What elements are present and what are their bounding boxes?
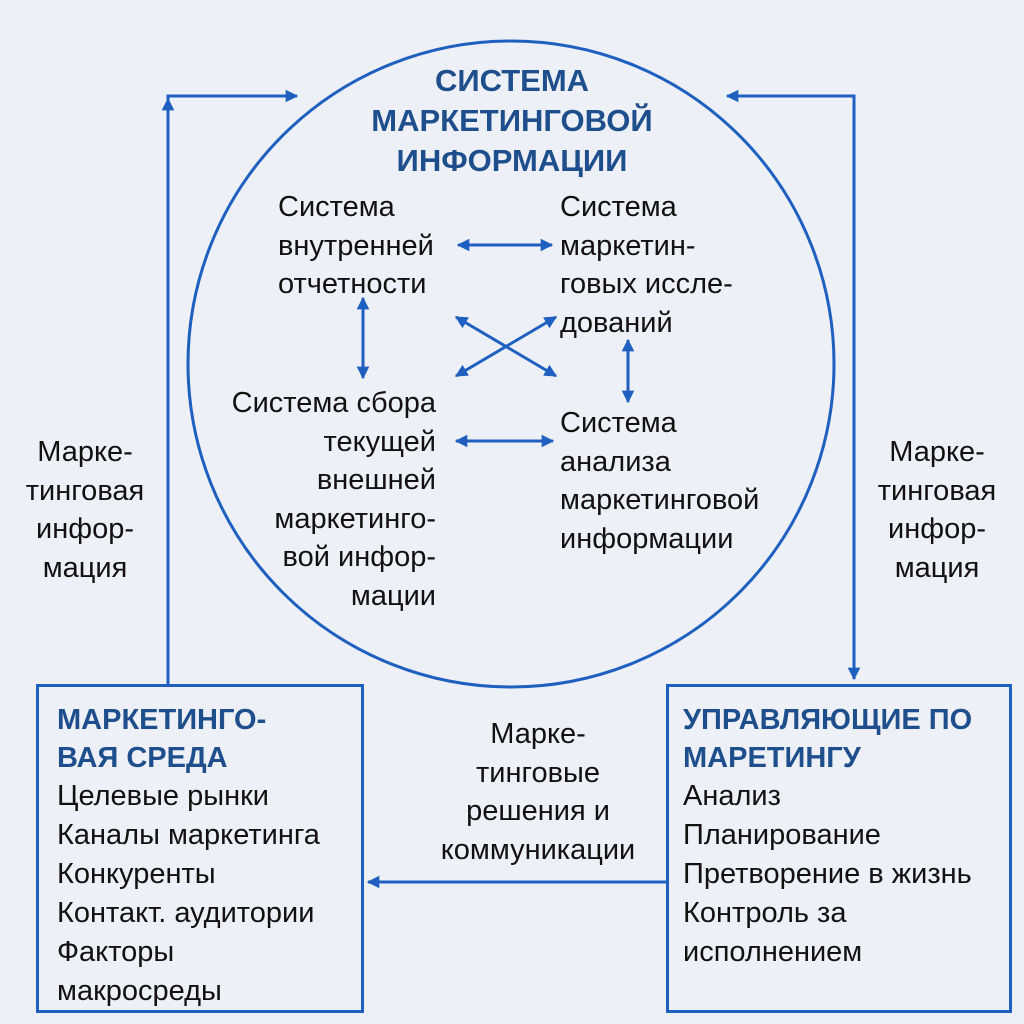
- managers-item: Контроль за: [683, 897, 847, 929]
- managers-item: Претворение в жизнь: [683, 858, 972, 890]
- marketing-research-system: Система маркетин- говых иссле- дований: [560, 188, 733, 342]
- marketing-intelligence-system: Система сбора текущей внешней маркетинго…: [200, 384, 436, 615]
- left-flow-label: Марке- тинговая инфор- мация: [10, 433, 160, 587]
- text-line: тинговые: [476, 756, 600, 789]
- text-line: отчетности: [278, 268, 427, 300]
- arrow-mis-to-managers: [725, 89, 861, 681]
- text-line: коммуникации: [440, 833, 636, 866]
- managers-title: УПРАВЛЯЮЩИЕ ПО МАРЕТИНГУ: [683, 701, 1009, 777]
- text-line: инфор-: [888, 513, 986, 545]
- text-line: тинговая: [25, 474, 145, 507]
- environment-item: Каналы маркетинга: [57, 819, 320, 851]
- text-line: Система сбора: [231, 387, 436, 419]
- environment-item: макросреды: [57, 975, 222, 1007]
- text-line: вой инфор-: [282, 541, 436, 573]
- environment-item: Факторы: [57, 936, 175, 968]
- environment-title: МАРКЕТИНГО- ВАЯ СРЕДА: [57, 701, 361, 777]
- arrow-diagonal-up: [454, 315, 558, 378]
- environment-item: Целевые рынки: [57, 780, 269, 812]
- managers-item: Планирование: [683, 819, 881, 851]
- arrow-environment-to-mis: [166, 89, 299, 684]
- text-line: тинговая: [877, 474, 997, 507]
- text-line: внутренней: [278, 229, 434, 262]
- managers-item: исполнением: [683, 936, 863, 968]
- text-line: решения и: [466, 795, 610, 827]
- managers-item: Анализ: [683, 780, 781, 812]
- text-line: Система: [560, 407, 677, 439]
- mis-title-line: СИСТЕМА: [434, 63, 590, 98]
- text-line: мации: [350, 579, 436, 612]
- text-line: маркетин-: [560, 229, 696, 262]
- marketing-environment-box: МАРКЕТИНГО- ВАЯ СРЕДА Целевые рынки Кана…: [36, 684, 364, 1013]
- text-line: МАРЕТИНГУ: [683, 742, 861, 774]
- bottom-flow-label: Марке- тинговые решения и коммуникации: [413, 715, 663, 869]
- text-line: Марке-: [490, 718, 586, 750]
- text-line: внешней: [316, 464, 436, 496]
- marketing-managers-box: УПРАВЛЯЮЩИЕ ПО МАРЕТИНГУ Анализ Планиров…: [666, 684, 1012, 1013]
- text-line: Марке-: [37, 436, 133, 468]
- marketing-analysis-system: Система анализа маркетинговой информации: [560, 404, 759, 558]
- mis-title: СИСТЕМА МАРКЕТИНГОВОЙ ИНФОРМАЦИИ: [300, 61, 724, 181]
- text-line: информации: [560, 522, 734, 555]
- text-line: текущей: [323, 425, 436, 458]
- internal-reports-system: Система внутренней отчетности: [278, 188, 434, 304]
- text-line: мация: [42, 551, 128, 584]
- text-line: Система: [560, 191, 677, 223]
- text-line: ВАЯ СРЕДА: [57, 742, 228, 774]
- text-line: говых иссле-: [560, 268, 733, 300]
- text-line: МАРКЕТИНГО-: [57, 704, 267, 736]
- text-line: инфор-: [36, 513, 134, 545]
- mis-title-line: ИНФОРМАЦИИ: [396, 143, 628, 178]
- text-line: Система: [278, 191, 395, 223]
- text-line: мация: [894, 551, 980, 584]
- text-line: Марке-: [889, 436, 985, 468]
- mis-title-line: МАРКЕТИНГОВОЙ: [371, 103, 653, 138]
- environment-item: Контакт. аудитории: [57, 897, 315, 929]
- right-flow-label: Марке- тинговая инфор- мация: [862, 433, 1012, 587]
- text-line: УПРАВЛЯЮЩИЕ ПО: [683, 704, 973, 736]
- text-line: маркетинго-: [274, 502, 436, 535]
- text-line: дований: [560, 306, 673, 339]
- environment-item: Конкуренты: [57, 858, 216, 890]
- text-line: анализа: [560, 445, 671, 478]
- text-line: маркетинговой: [560, 484, 760, 516]
